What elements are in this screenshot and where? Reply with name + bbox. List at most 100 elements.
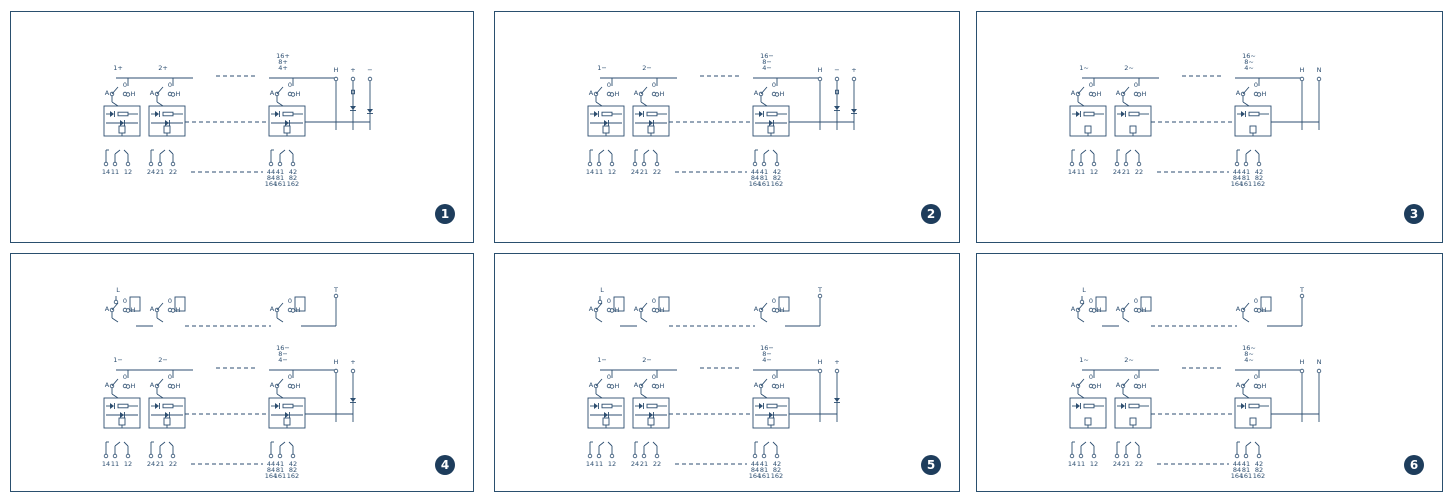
selector-frame <box>1095 296 1107 312</box>
diagram-label: 164 <box>1231 180 1243 188</box>
diagram-label: 22 <box>1135 168 1143 176</box>
diagram-label: 44 <box>1233 460 1241 468</box>
resistor-symbol <box>1248 111 1260 117</box>
terminal-circle <box>148 161 154 167</box>
diagram-label: A <box>589 89 594 97</box>
diagram-label: 22 <box>1135 460 1143 468</box>
selector-frame <box>658 296 670 312</box>
diagram-label: 14 <box>1068 168 1076 176</box>
wire <box>1080 441 1087 447</box>
terminal-circle <box>761 161 767 167</box>
wire <box>598 149 605 155</box>
terminal-circle <box>654 161 660 167</box>
wire <box>1122 393 1130 399</box>
terminal-circle <box>851 76 857 82</box>
relay-module <box>1114 105 1152 137</box>
diagram-label: 14 <box>586 168 594 176</box>
selector-frame <box>294 296 306 312</box>
diode-symbol <box>1241 403 1245 409</box>
diagram-label: H <box>780 382 785 390</box>
diode-symbol <box>594 111 598 117</box>
wire <box>276 317 284 323</box>
diode-symbol <box>769 412 773 418</box>
diagram-label: H <box>334 358 339 366</box>
diagram-label: H <box>1097 90 1102 98</box>
terminal-circle <box>641 161 647 167</box>
resistor-symbol <box>117 111 129 117</box>
diagram-label: A <box>270 381 275 389</box>
diagram-label: 84 <box>267 174 275 182</box>
relay-module <box>148 397 186 429</box>
terminal-circle <box>112 453 118 459</box>
diagram-label: 1~ <box>1079 64 1089 72</box>
terminal-circle <box>125 308 131 313</box>
diagram-label: 81 <box>760 466 768 474</box>
diode-symbol <box>1241 111 1245 117</box>
diagram-label: A <box>589 381 594 389</box>
wire <box>276 86 284 95</box>
diagram-label: 12 <box>124 168 132 176</box>
wire <box>1125 441 1132 447</box>
diagram-label: 41 <box>1242 460 1250 468</box>
wire <box>168 441 174 447</box>
diagram-label: 42 <box>1255 168 1263 176</box>
selector-frame <box>1260 296 1272 312</box>
diagram-label: 21 <box>1122 460 1130 468</box>
diagram-label: 2− <box>642 64 652 72</box>
diagram-label: 22 <box>169 460 177 468</box>
terminal-circle <box>609 161 615 167</box>
diode-symbol <box>834 398 840 402</box>
diagram-label: T <box>1299 286 1304 294</box>
wire <box>760 302 768 311</box>
relay-coil <box>1249 125 1257 134</box>
terminal-circle <box>774 308 780 313</box>
wire <box>276 101 284 107</box>
diode-symbol <box>350 398 356 402</box>
terminal-circle <box>157 161 163 167</box>
diode-symbol <box>285 120 289 126</box>
wire <box>607 441 613 447</box>
diagram-label: 8+ <box>278 58 288 66</box>
wire <box>1077 317 1085 323</box>
diode-symbol <box>604 412 608 418</box>
diagram-label: H <box>615 90 620 98</box>
wire <box>111 393 119 399</box>
diagram-label: 162 <box>1253 472 1265 480</box>
diagram-label: 16~ <box>1242 344 1256 352</box>
wire <box>1254 441 1260 447</box>
diagram-label: H <box>176 382 181 390</box>
wire <box>760 317 768 323</box>
diagram-label: H <box>176 306 181 314</box>
diagram-label: H <box>296 306 301 314</box>
diagram-label: 24 <box>147 168 155 176</box>
diode-symbol <box>851 109 857 113</box>
diagram-label: H <box>1142 382 1147 390</box>
diagram-label: 0 <box>607 297 611 305</box>
wire <box>595 393 603 399</box>
relay-coil <box>767 417 775 426</box>
diagram-label: 81 <box>1242 174 1250 182</box>
relay-coil <box>647 125 655 134</box>
diagram-label: 44 <box>1233 168 1241 176</box>
terminal-circle <box>1069 161 1075 167</box>
terminal-circle <box>596 161 602 167</box>
terminal-circle <box>1256 384 1262 389</box>
selector-frame <box>1140 296 1152 312</box>
diagram-label: 1~ <box>1079 356 1089 364</box>
terminal-circle <box>277 161 283 167</box>
wire <box>159 149 166 155</box>
diagram-label: 161 <box>758 472 770 480</box>
relay-module <box>752 397 790 429</box>
diagram-label: 82 <box>1255 466 1263 474</box>
terminal-circle <box>1079 299 1085 305</box>
terminal-circle <box>817 368 823 374</box>
wire <box>1245 149 1252 155</box>
wire <box>156 302 164 311</box>
diagram-label: 161 <box>1240 180 1252 188</box>
resistor-symbol <box>282 111 294 117</box>
terminal-circle <box>170 92 176 97</box>
terminal-circle <box>1256 161 1262 167</box>
resistor-symbol <box>1083 403 1095 409</box>
diagram-label: 161 <box>1240 472 1252 480</box>
